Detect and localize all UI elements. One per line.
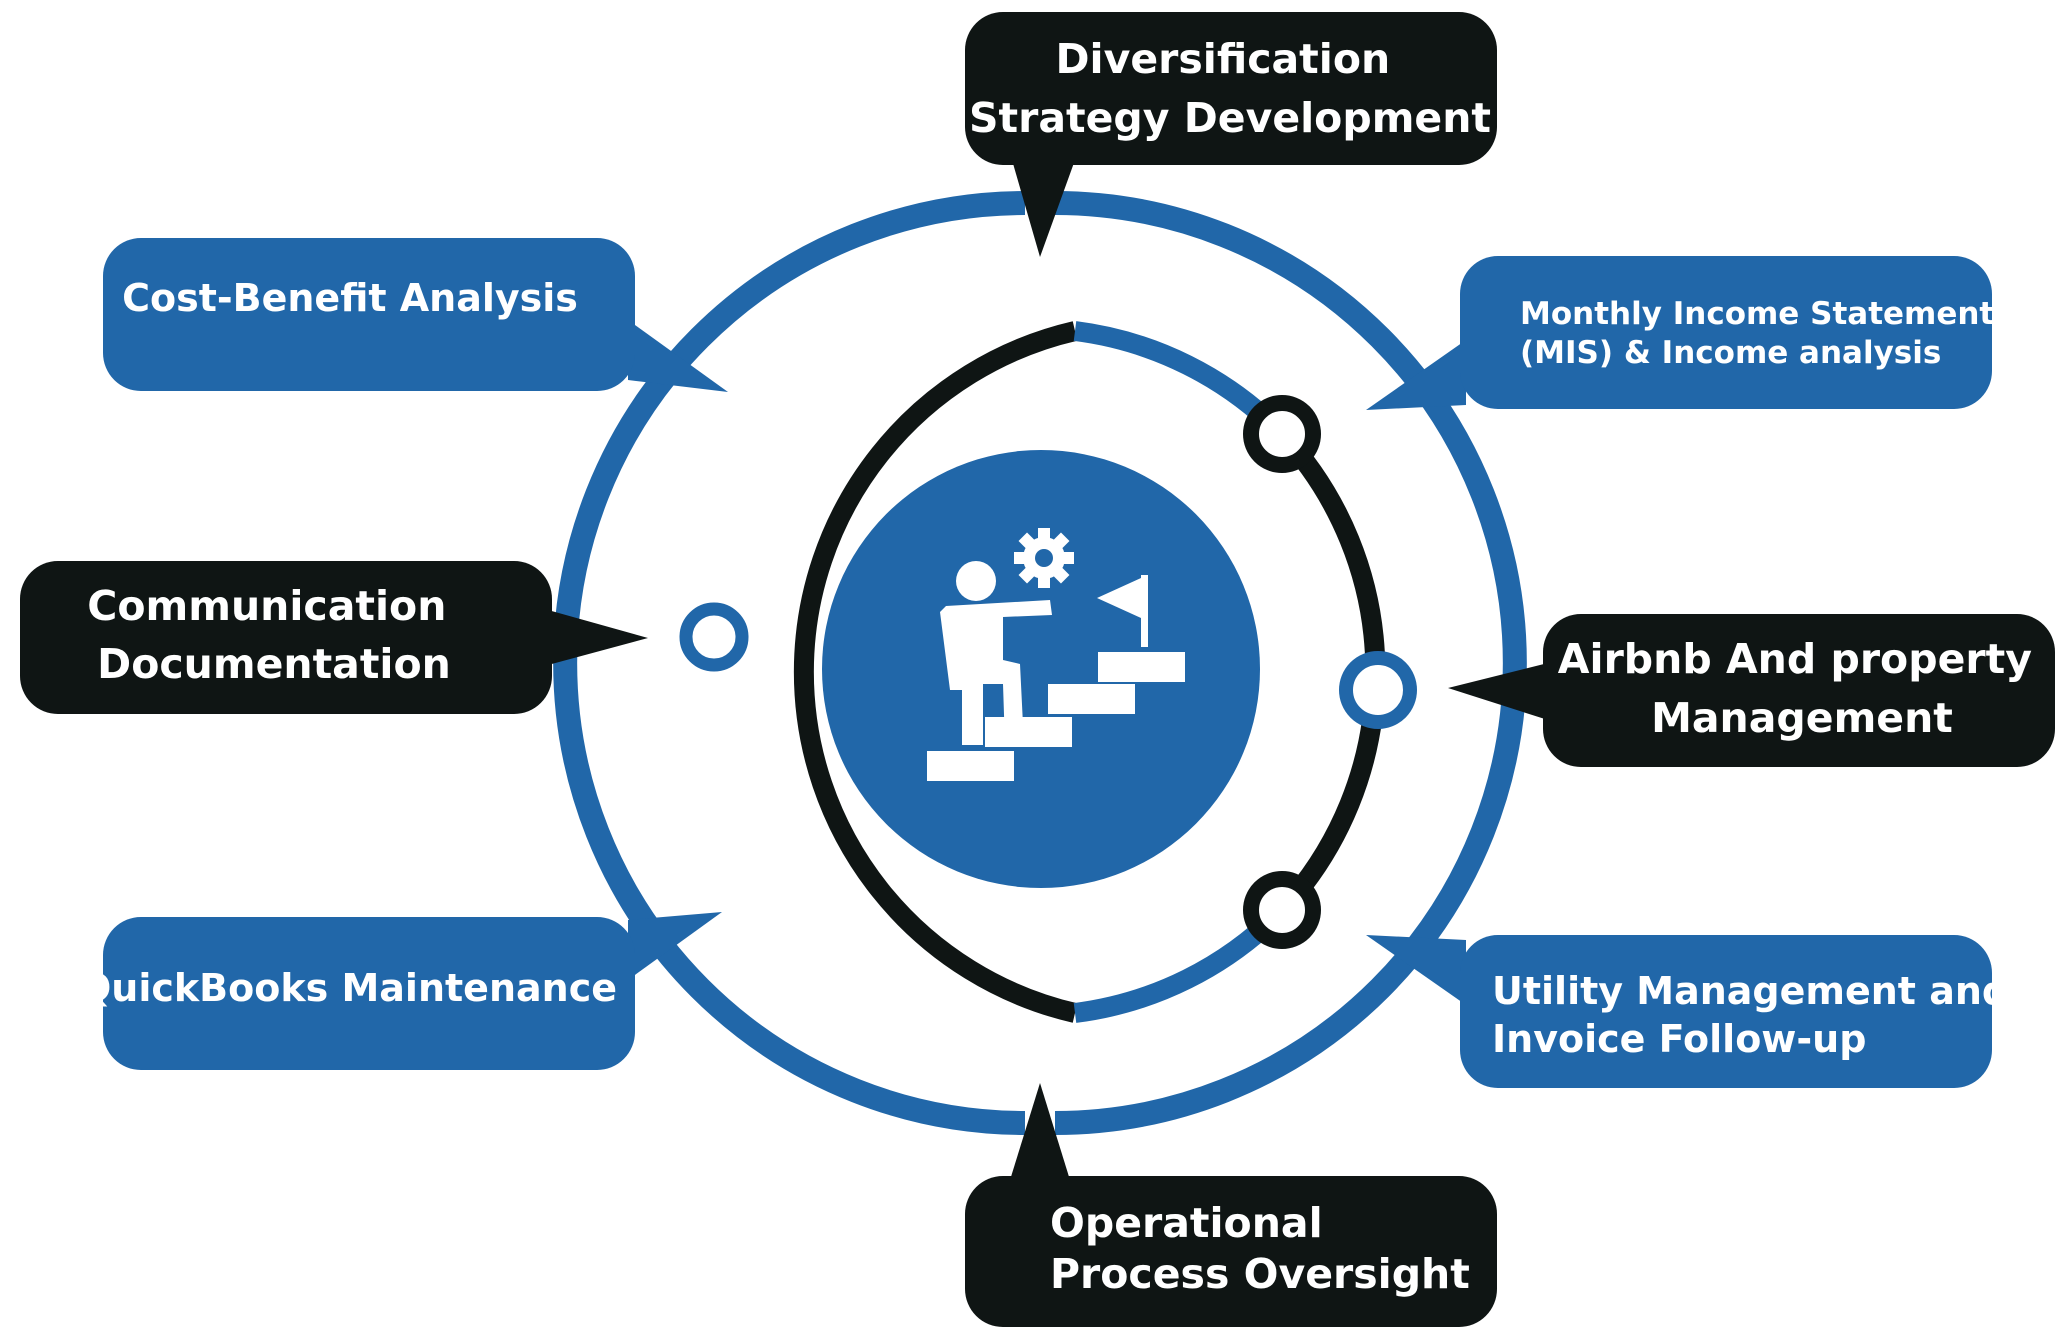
callout-quickbooks-maintenance: QuickBooks Maintenance bbox=[79, 912, 722, 1070]
callout-diversification-strategy: Diversification Strategy Development bbox=[965, 12, 1497, 257]
ring-node-right bbox=[1339, 651, 1417, 729]
callout-monthly-income-statement: Monthly Income Statement (MIS) & Income … bbox=[1366, 256, 2005, 410]
svg-text:QuickBooks Maintenance: QuickBooks Maintenance bbox=[79, 966, 617, 1010]
callout-top-line-1: Diversification bbox=[1056, 35, 1391, 83]
callout-operational-process-oversight: Operational Process Oversight bbox=[965, 1083, 1497, 1327]
svg-text:Operational Process Over: Operational Process Oversight bbox=[1050, 1199, 1470, 1298]
svg-text:Airbnb And property Mana: Airbnb And property Management bbox=[1558, 635, 2046, 742]
callout-right-line-2: Management bbox=[1651, 694, 1953, 742]
callout-lower-right-line-2: Invoice Follow-up bbox=[1492, 1017, 1866, 1061]
svg-text:Utility Management and I: Utility Management and Invoice Follow-up bbox=[1492, 969, 2022, 1061]
callout-upper-right-line-2: (MIS) & Income analysis bbox=[1520, 335, 1941, 371]
callout-bottom-line-2: Process Oversight bbox=[1050, 1250, 1470, 1298]
person-climbing-stairs-to-flag-icon bbox=[927, 528, 1185, 781]
callout-upper-left-line-1: Cost-Benefit Analysis bbox=[122, 276, 578, 320]
ring-node-left bbox=[679, 602, 749, 672]
callout-left-line-1: Communication bbox=[87, 582, 446, 630]
ring-node-lower-right bbox=[1243, 871, 1321, 949]
middle-ring-dark-left-arc bbox=[793, 321, 1078, 1023]
callout-upper-right-line-1: Monthly Income Statement bbox=[1520, 296, 1994, 332]
callout-airbnb-property-management: Airbnb And property Management bbox=[1448, 614, 2055, 767]
callout-lower-left-line-1: QuickBooks Maintenance bbox=[79, 966, 617, 1010]
callout-right-line-1: Airbnb And property bbox=[1558, 635, 2032, 683]
svg-text:Communication Documentat: Communication Documentation bbox=[87, 582, 460, 688]
outer-ring-right-arc bbox=[1054, 191, 1527, 1135]
callout-utility-management: Utility Management and Invoice Follow-up bbox=[1366, 935, 2022, 1088]
center-circle bbox=[822, 450, 1260, 888]
callout-left-line-2: Documentation bbox=[97, 640, 451, 688]
svg-text:Cost-Benefit Analysis: Cost-Benefit Analysis bbox=[122, 276, 578, 320]
callout-lower-right-line-1: Utility Management and bbox=[1492, 969, 2009, 1013]
callout-top-line-2: Strategy Development bbox=[969, 94, 1491, 142]
svg-text:Monthly Income Statement: Monthly Income Statement (MIS) & Income … bbox=[1520, 296, 2005, 371]
ring-node-upper-right bbox=[1243, 395, 1321, 473]
callout-cost-benefit-analysis: Cost-Benefit Analysis bbox=[103, 238, 728, 392]
callout-bottom-line-1: Operational bbox=[1050, 1199, 1323, 1247]
callout-communication-documentation: Communication Documentation bbox=[20, 561, 648, 714]
svg-text:Diversification Strategy: Diversification Strategy Development bbox=[969, 35, 1491, 142]
outer-ring-left-arc bbox=[553, 191, 1026, 1135]
